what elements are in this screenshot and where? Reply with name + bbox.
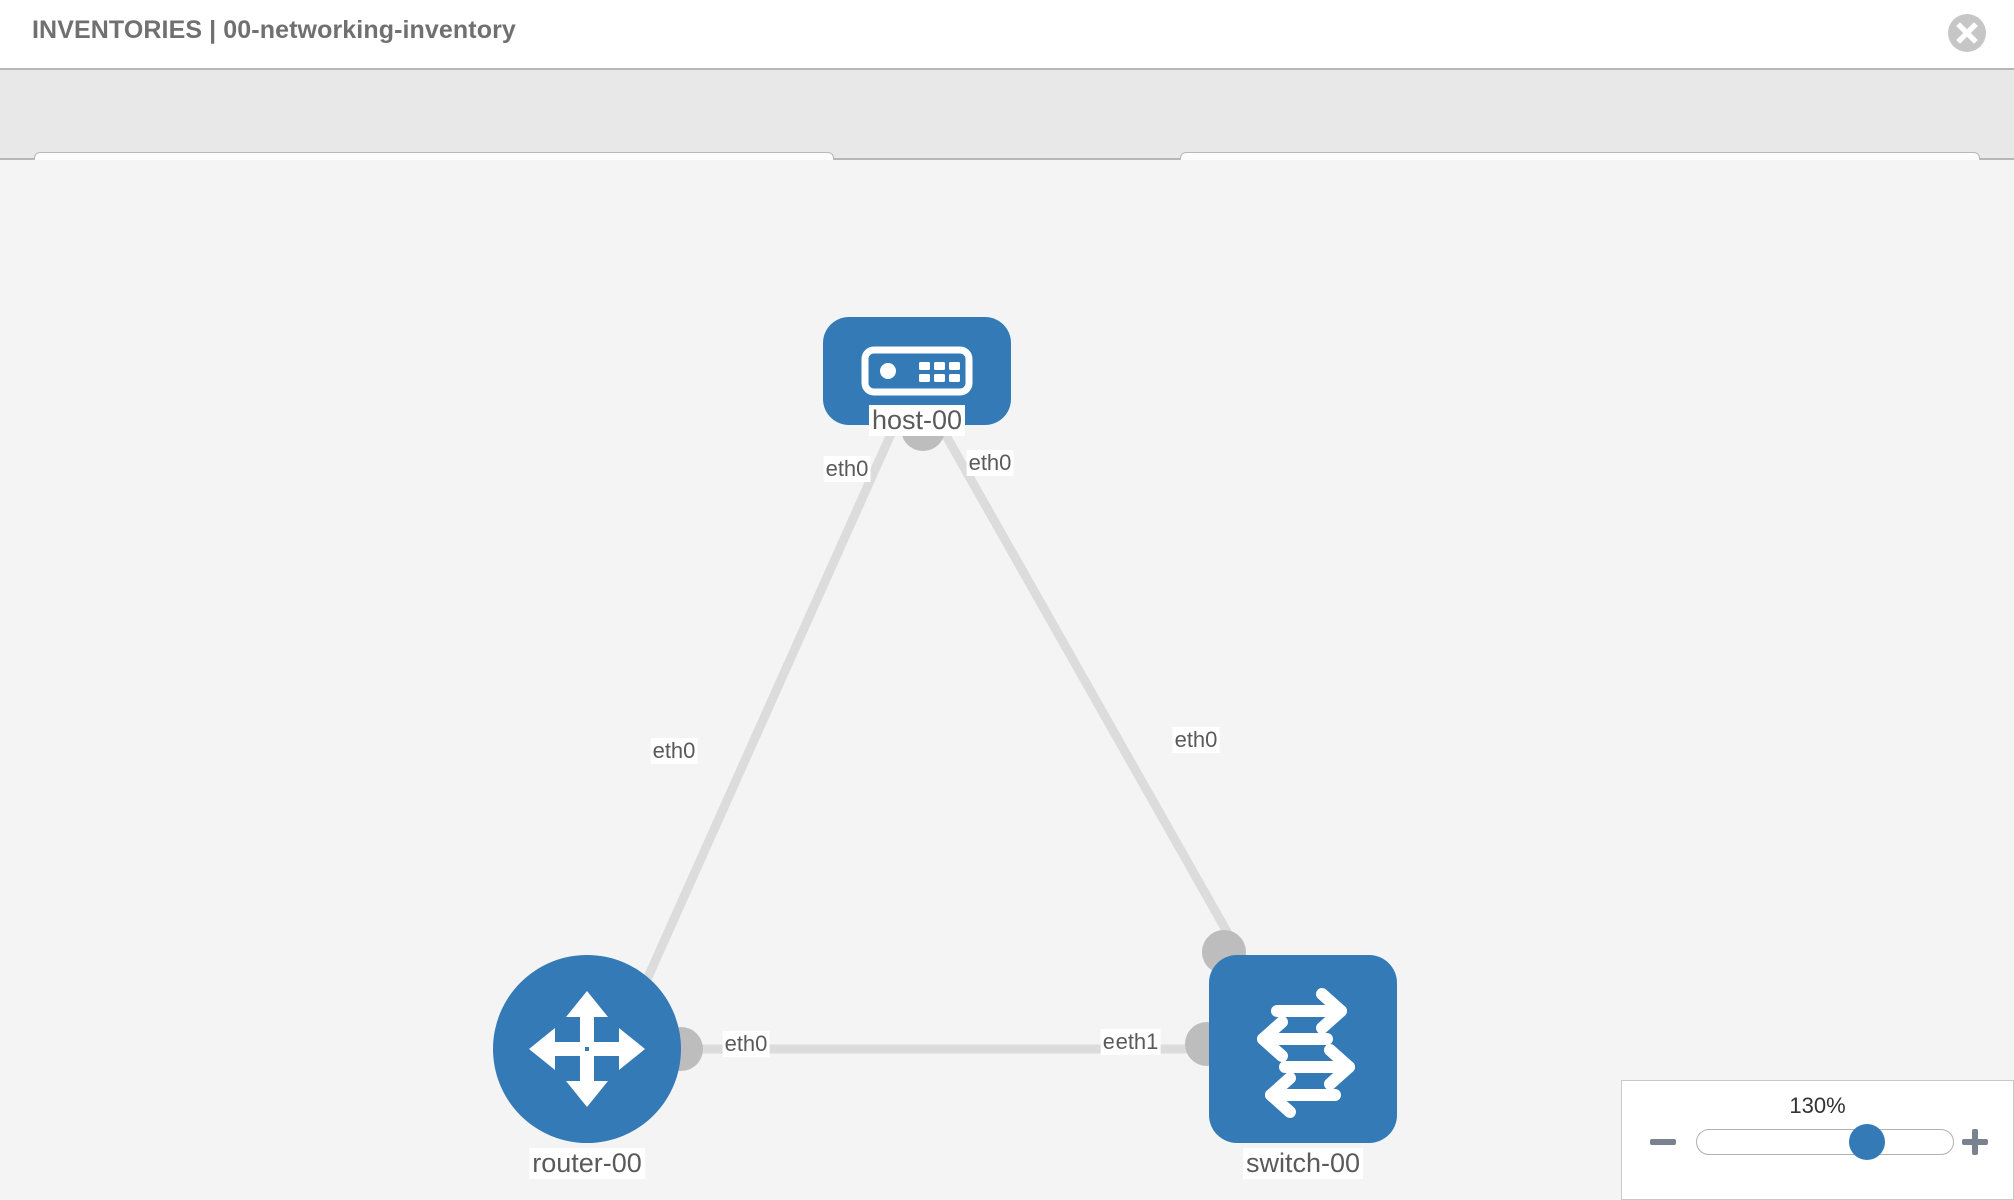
edge-label-router-upper: eth0: [650, 738, 698, 764]
zoom-control-panel: 130%: [1621, 1080, 2014, 1200]
node-label-host: host-00: [868, 405, 966, 436]
zoom-level-value: 130%: [1789, 1093, 1846, 1118]
switch-node-shape: [1209, 955, 1397, 1143]
zoom-slider[interactable]: [1696, 1124, 1954, 1160]
plus-icon[interactable]: [1958, 1125, 1992, 1159]
toolbar: ACTIONS SEARCH: [0, 70, 2014, 206]
topology-node-switch-00[interactable]: switch-00: [1209, 955, 1397, 1179]
edge-label-router-right: eth0: [722, 1031, 770, 1057]
link-host-switch: [936, 422, 1247, 963]
topology-links: [635, 422, 1247, 1054]
node-label-router: router-00: [529, 1148, 645, 1179]
node-label-switch: switch-00: [1242, 1148, 1364, 1179]
edge-label-switch-upper: eth0: [1172, 727, 1220, 753]
server-device-icon: [861, 346, 973, 396]
page-title: INVENTORIES | 00-networking-inventory: [32, 16, 516, 44]
edge-label-host-left: eth0: [823, 456, 871, 482]
topology-node-router-00[interactable]: router-00: [493, 955, 681, 1179]
router-node-shape: [493, 955, 681, 1143]
edge-label-host-right: eth0: [966, 450, 1014, 476]
topology-node-host-00[interactable]: host-00: [823, 317, 1011, 436]
switch-arrows-icon: [1257, 988, 1355, 1118]
page-header: INVENTORIES | 00-networking-inventory: [0, 0, 2014, 70]
minus-icon[interactable]: [1646, 1125, 1680, 1159]
edge-label-switch-left: eth1: [1113, 1029, 1161, 1055]
topology-canvas[interactable]: host-00 router-00: [0, 160, 2014, 1200]
host-node-shape: [823, 317, 1011, 425]
link-host-router: [635, 423, 900, 997]
zoom-slider-thumb[interactable]: [1849, 1124, 1885, 1160]
router-arrows-icon: [529, 991, 645, 1107]
close-icon[interactable]: [1948, 14, 1986, 52]
